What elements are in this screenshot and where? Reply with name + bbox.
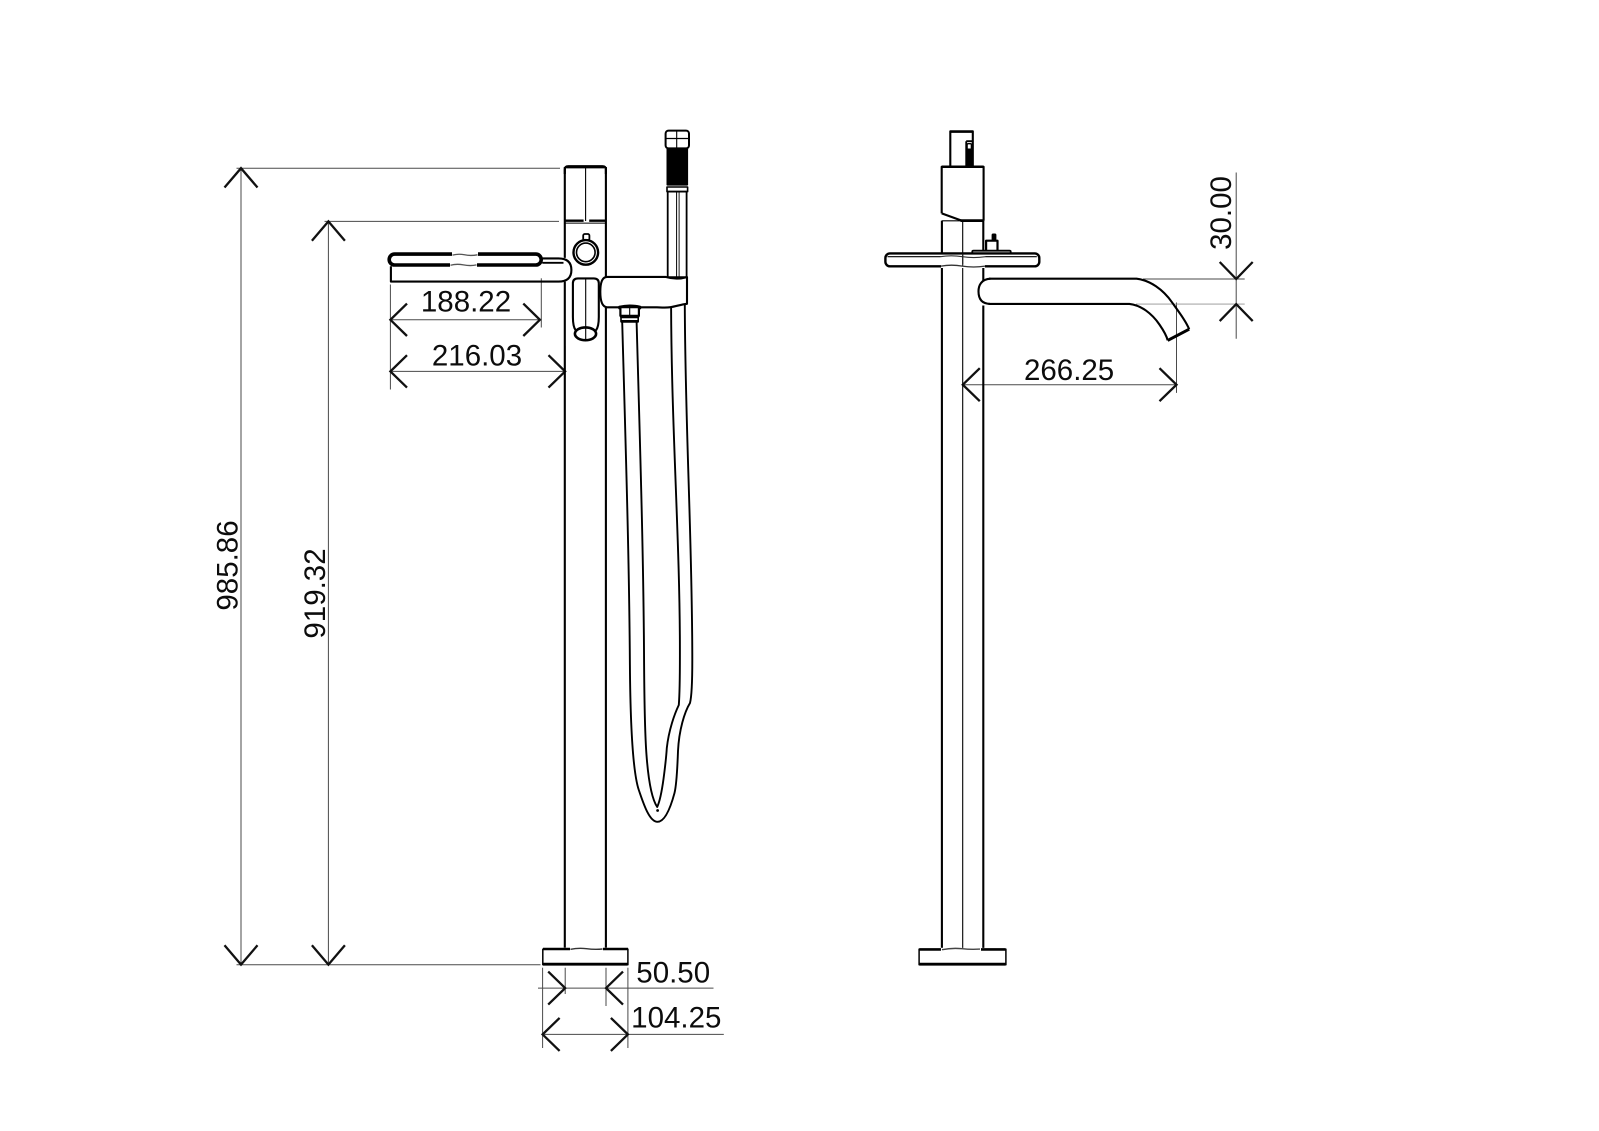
svg-text:50.50: 50.50 [636, 957, 710, 990]
svg-text:30.00: 30.00 [1205, 176, 1238, 250]
svg-text:919.32: 919.32 [299, 548, 332, 638]
svg-text:266.25: 266.25 [1024, 354, 1114, 387]
svg-text:188.22: 188.22 [421, 285, 511, 318]
svg-text:104.25: 104.25 [631, 1002, 721, 1035]
svg-text:985.86: 985.86 [212, 520, 245, 610]
svg-text:216.03: 216.03 [432, 339, 522, 372]
